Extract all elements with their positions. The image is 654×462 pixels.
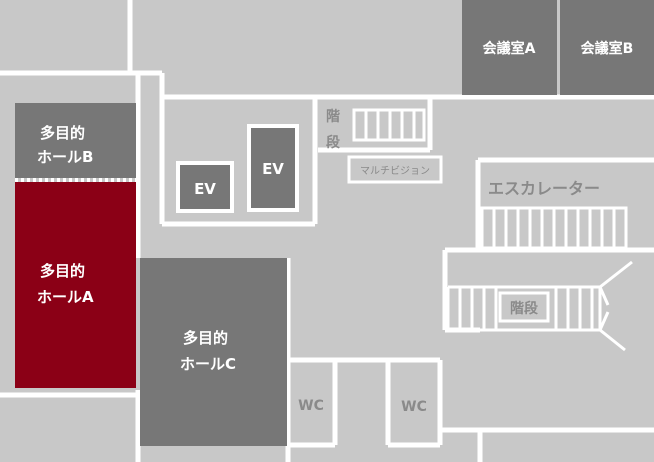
escalator-label: エスカレーター <box>488 179 600 198</box>
hall-b[interactable] <box>15 103 136 178</box>
elevator-1-label: EV <box>194 180 216 198</box>
elevator-2[interactable] <box>247 124 299 212</box>
multivision[interactable] <box>347 155 443 184</box>
wc-2-label: WC <box>401 399 427 415</box>
stairs-right <box>446 260 633 352</box>
hall-a-label-line2: ホールA <box>37 288 94 306</box>
conference-room-a[interactable] <box>462 0 557 95</box>
wc-1-label: WC <box>298 398 324 414</box>
conference-room-b[interactable] <box>560 0 654 95</box>
conference-room-b-label: 会議室B <box>581 40 634 57</box>
stairs-top-label-line2: 段 <box>326 134 340 151</box>
elevator-1[interactable] <box>176 161 234 213</box>
conference-room-a-label: 会議室A <box>483 40 536 57</box>
stairs-right-label-box <box>498 291 550 323</box>
stairs-right-label: 階段 <box>510 300 538 317</box>
stairs-top <box>352 108 426 142</box>
hall-c-label-line2: ホールC <box>180 355 236 373</box>
hall-a-label-line1: 多目的 <box>40 262 85 280</box>
stairs-top-label-line1: 階 <box>326 108 340 125</box>
hall-c[interactable] <box>140 258 287 446</box>
hall-c-label-line1: 多目的 <box>183 329 228 347</box>
multivision-label: マルチビジョン <box>360 165 430 177</box>
hall-b-label-line2: ホールB <box>37 148 93 166</box>
hall-a[interactable] <box>15 182 136 388</box>
elevator-2-label: EV <box>262 160 284 178</box>
escalator <box>480 206 628 250</box>
hall-b-label-line1: 多目的 <box>40 124 85 142</box>
